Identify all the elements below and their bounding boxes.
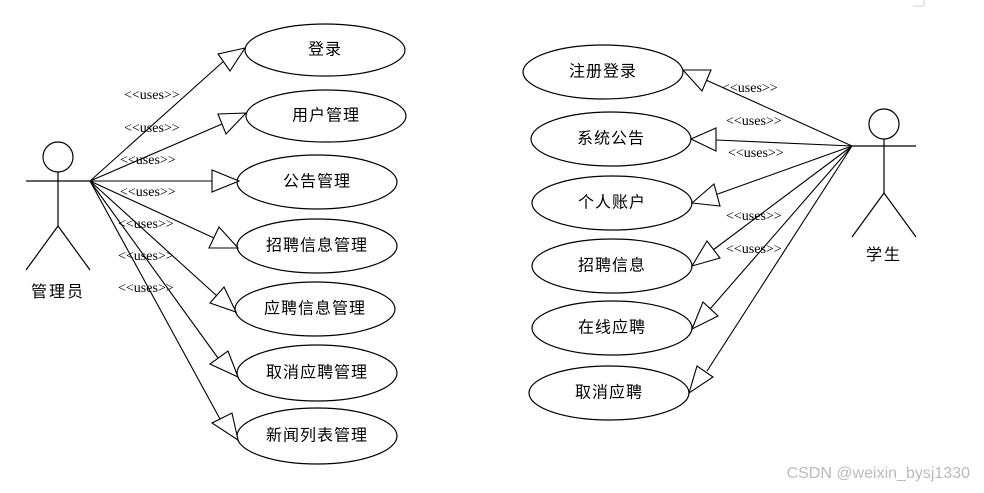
use-case-label: 应聘信息管理 (264, 299, 366, 318)
student-actor-right-leg (883, 192, 917, 238)
hollow-arrowhead (208, 350, 240, 379)
admin-use-case: 应聘信息管理 (234, 281, 396, 337)
uses-label: <<uses>> (120, 185, 176, 200)
use-case-label: 公告管理 (283, 172, 351, 191)
admin-uses-labels: <<uses>> <<uses>> <<uses>> <<uses>> <<us… (118, 88, 180, 296)
uses-label: <<uses>> (118, 281, 174, 296)
association-line (714, 145, 853, 196)
uses-label: <<uses>> (726, 114, 782, 129)
student-actor-left-leg (851, 192, 885, 238)
hollow-arrowhead (217, 112, 248, 135)
use-case-label: 招聘信息管理 (266, 236, 368, 255)
hollow-arrowhead (210, 412, 239, 442)
hollow-arrowhead (208, 226, 240, 249)
admin-actor-label: 管理员 (31, 282, 85, 301)
student-use-case: 系统公告 (530, 111, 692, 167)
admin-actor (25, 141, 91, 271)
uses-label: <<uses>> (124, 121, 180, 136)
hollow-arrowhead (690, 301, 719, 331)
hollow-arrowhead (209, 286, 238, 313)
hollow-arrowhead (690, 240, 721, 267)
student-use-case: 取消应聘 (528, 365, 690, 421)
student-use-case: 个人账户 (531, 175, 693, 231)
admin-actor-head (42, 141, 74, 173)
association-line (89, 180, 215, 239)
hollow-arrowhead (681, 69, 712, 93)
association-line (706, 145, 853, 372)
use-case-label: 在线应聘 (578, 318, 646, 337)
uses-label: <<uses>> (726, 242, 782, 257)
use-case-label: 取消应聘管理 (266, 363, 368, 382)
uses-label: <<uses>> (118, 249, 174, 264)
use-case-label: 注册登录 (569, 62, 637, 81)
uses-label: <<uses>> (728, 146, 784, 161)
page-corner-marks (913, 0, 925, 7)
admin-use-case: 用户管理 (245, 89, 407, 143)
student-actor (851, 108, 917, 238)
admin-use-case: 招聘信息管理 (236, 218, 398, 274)
hollow-arrowhead (689, 127, 717, 152)
admin-actor-left-leg (25, 225, 59, 271)
admin-use-case: 登录 (244, 23, 406, 77)
student-use-case: 招聘信息 (531, 238, 693, 294)
uses-label: <<uses>> (722, 81, 778, 96)
use-case-label: 个人账户 (578, 193, 646, 212)
uses-label: <<uses>> (124, 88, 180, 103)
admin-associations (89, 47, 248, 442)
hollow-arrowhead (211, 169, 241, 193)
association-line (712, 145, 853, 251)
use-case-label: 招聘信息 (578, 256, 646, 275)
association-line (89, 180, 221, 420)
student-actor-head (868, 108, 900, 140)
hollow-arrowhead (217, 47, 247, 72)
admin-use-case: 公告管理 (236, 154, 398, 210)
association-line (715, 139, 853, 147)
hollow-arrowhead (690, 183, 721, 207)
association-line (89, 180, 218, 297)
admin-use-case: 新闻列表管理 (236, 407, 398, 465)
use-case-label: 用户管理 (292, 106, 360, 125)
student-use-case: 注册登录 (522, 44, 684, 100)
admin-use-cases: 登录 用户管理 公告管理 招聘信息管理 应聘信息管理 取消应聘管理 新闻列表管理 (234, 23, 407, 465)
association-line (709, 145, 853, 310)
use-case-label: 新闻列表管理 (266, 426, 368, 445)
use-case-label: 取消应聘 (575, 383, 643, 402)
watermark: CSDN @weixin_bysj1330 (787, 465, 971, 482)
student-associations (681, 69, 853, 395)
association-line (89, 180, 219, 359)
uses-label: <<uses>> (118, 217, 174, 232)
student-use-case: 在线应聘 (531, 300, 693, 356)
use-case-label: 登录 (308, 40, 342, 59)
association-line (89, 123, 223, 182)
use-case-label: 系统公告 (577, 129, 645, 148)
association-line (705, 79, 853, 147)
student-uses-labels: <<uses>> <<uses>> <<uses>> <<uses>> <<us… (722, 81, 784, 257)
hollow-arrowhead (688, 365, 714, 395)
admin-actor-right-leg (57, 225, 91, 271)
admin-use-case: 取消应聘管理 (236, 344, 398, 402)
student-actor-label: 学生 (866, 245, 902, 264)
uses-label: <<uses>> (120, 153, 176, 168)
association-line (89, 59, 226, 182)
student-use-cases: 注册登录 系统公告 个人账户 招聘信息 在线应聘 取消应聘 (522, 44, 693, 421)
uses-label: <<uses>> (726, 209, 782, 224)
